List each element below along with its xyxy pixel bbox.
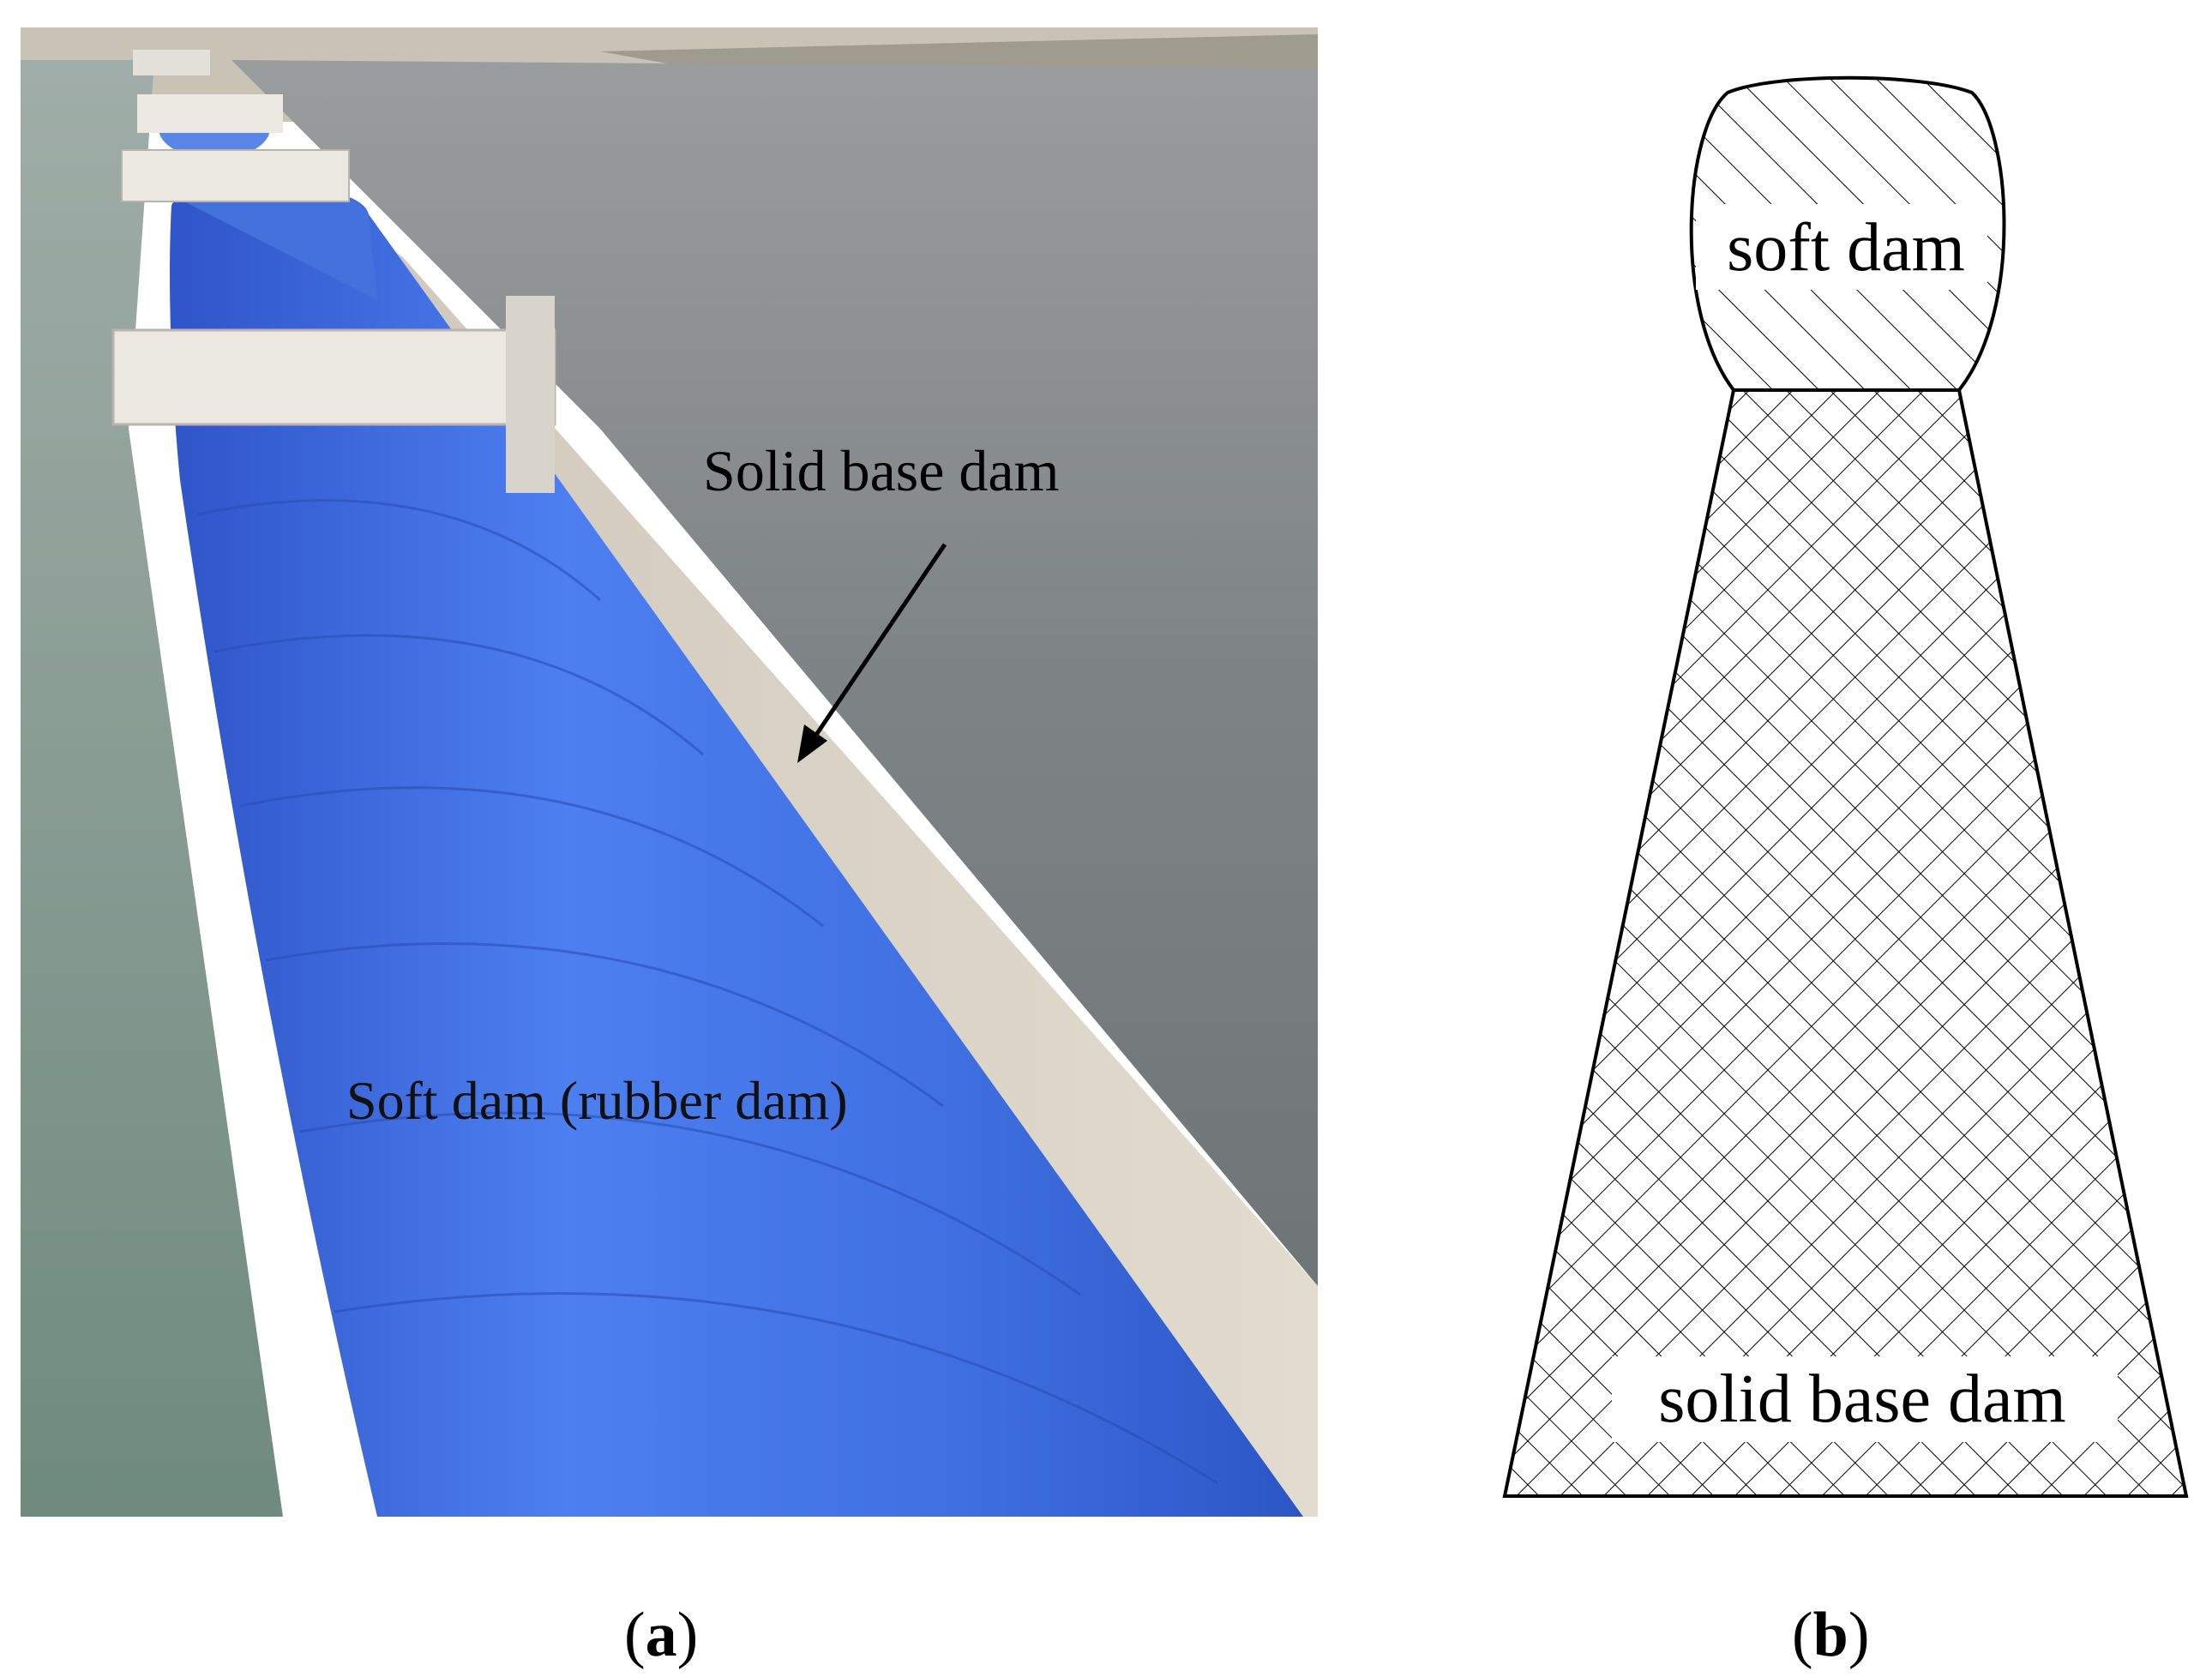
solid-base-shape <box>1502 388 2189 1498</box>
panel-a-label-close: ) <box>676 1600 699 1670</box>
solid-base-label-bg <box>1612 1356 2118 1442</box>
label-solid-base: solid base dam <box>1658 1361 2065 1437</box>
panel-b-label-close: ) <box>1848 1600 1870 1670</box>
panel-a-label-open: ( <box>624 1600 646 1670</box>
piers <box>111 50 556 493</box>
label-soft-dam: soft dam <box>1727 210 1965 286</box>
panel-a-photo <box>21 27 1318 1517</box>
panel-b-schematic: soft dam solid base dam <box>1502 75 2189 1498</box>
left-water <box>21 60 283 1517</box>
rubber-dam-far <box>176 179 377 300</box>
soft-dam-label-bg <box>1696 204 1987 290</box>
solid-base-arrow <box>797 543 947 763</box>
panel-b-label-open: ( <box>1792 1600 1813 1670</box>
panel-a-label: (a) <box>624 1599 698 1672</box>
rubber-dam-ribs <box>196 499 1218 1485</box>
panel-a-label-letter: a <box>645 1600 677 1670</box>
annotation-soft-dam: Soft dam (rubber dam) <box>346 1070 848 1131</box>
river-water <box>231 60 1318 1286</box>
annotation-solid-base: Solid base dam <box>703 438 1060 503</box>
panel-b-label: (b) <box>1792 1599 1869 1672</box>
panel-b-label-letter: b <box>1812 1600 1848 1670</box>
